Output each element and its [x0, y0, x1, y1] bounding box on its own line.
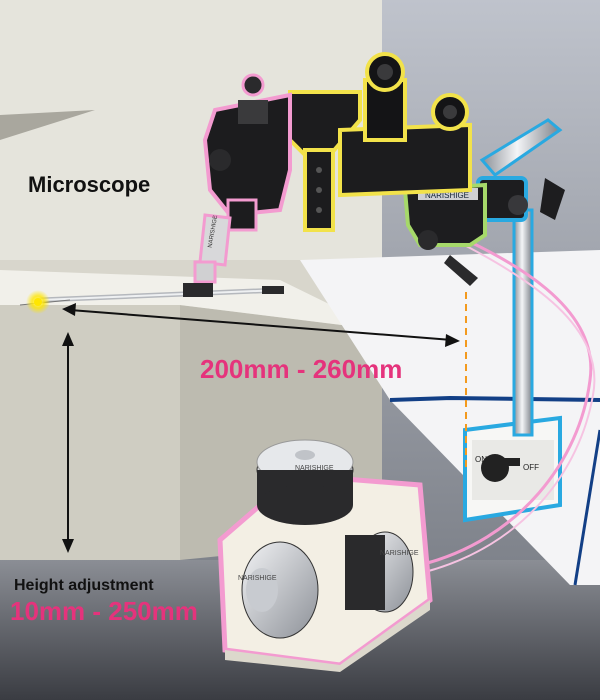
base-outline	[390, 398, 600, 400]
height-adjustment-label: Height adjustment	[14, 577, 154, 595]
distance-range-label: 200mm - 260mm	[200, 354, 402, 385]
height-range-label: 10mm - 250mm	[10, 596, 198, 627]
focus-spot-core	[34, 298, 42, 306]
knob-right-brand: NARISHIGE	[380, 550, 419, 557]
support-rod	[514, 210, 532, 435]
knob-left-brand: NARISHIGE	[238, 575, 277, 582]
rod-clamp	[478, 178, 565, 220]
switch-off-text: OFF	[523, 463, 539, 472]
switch-on-text: ON	[475, 455, 487, 464]
microscope-label: Microscope	[28, 172, 150, 198]
